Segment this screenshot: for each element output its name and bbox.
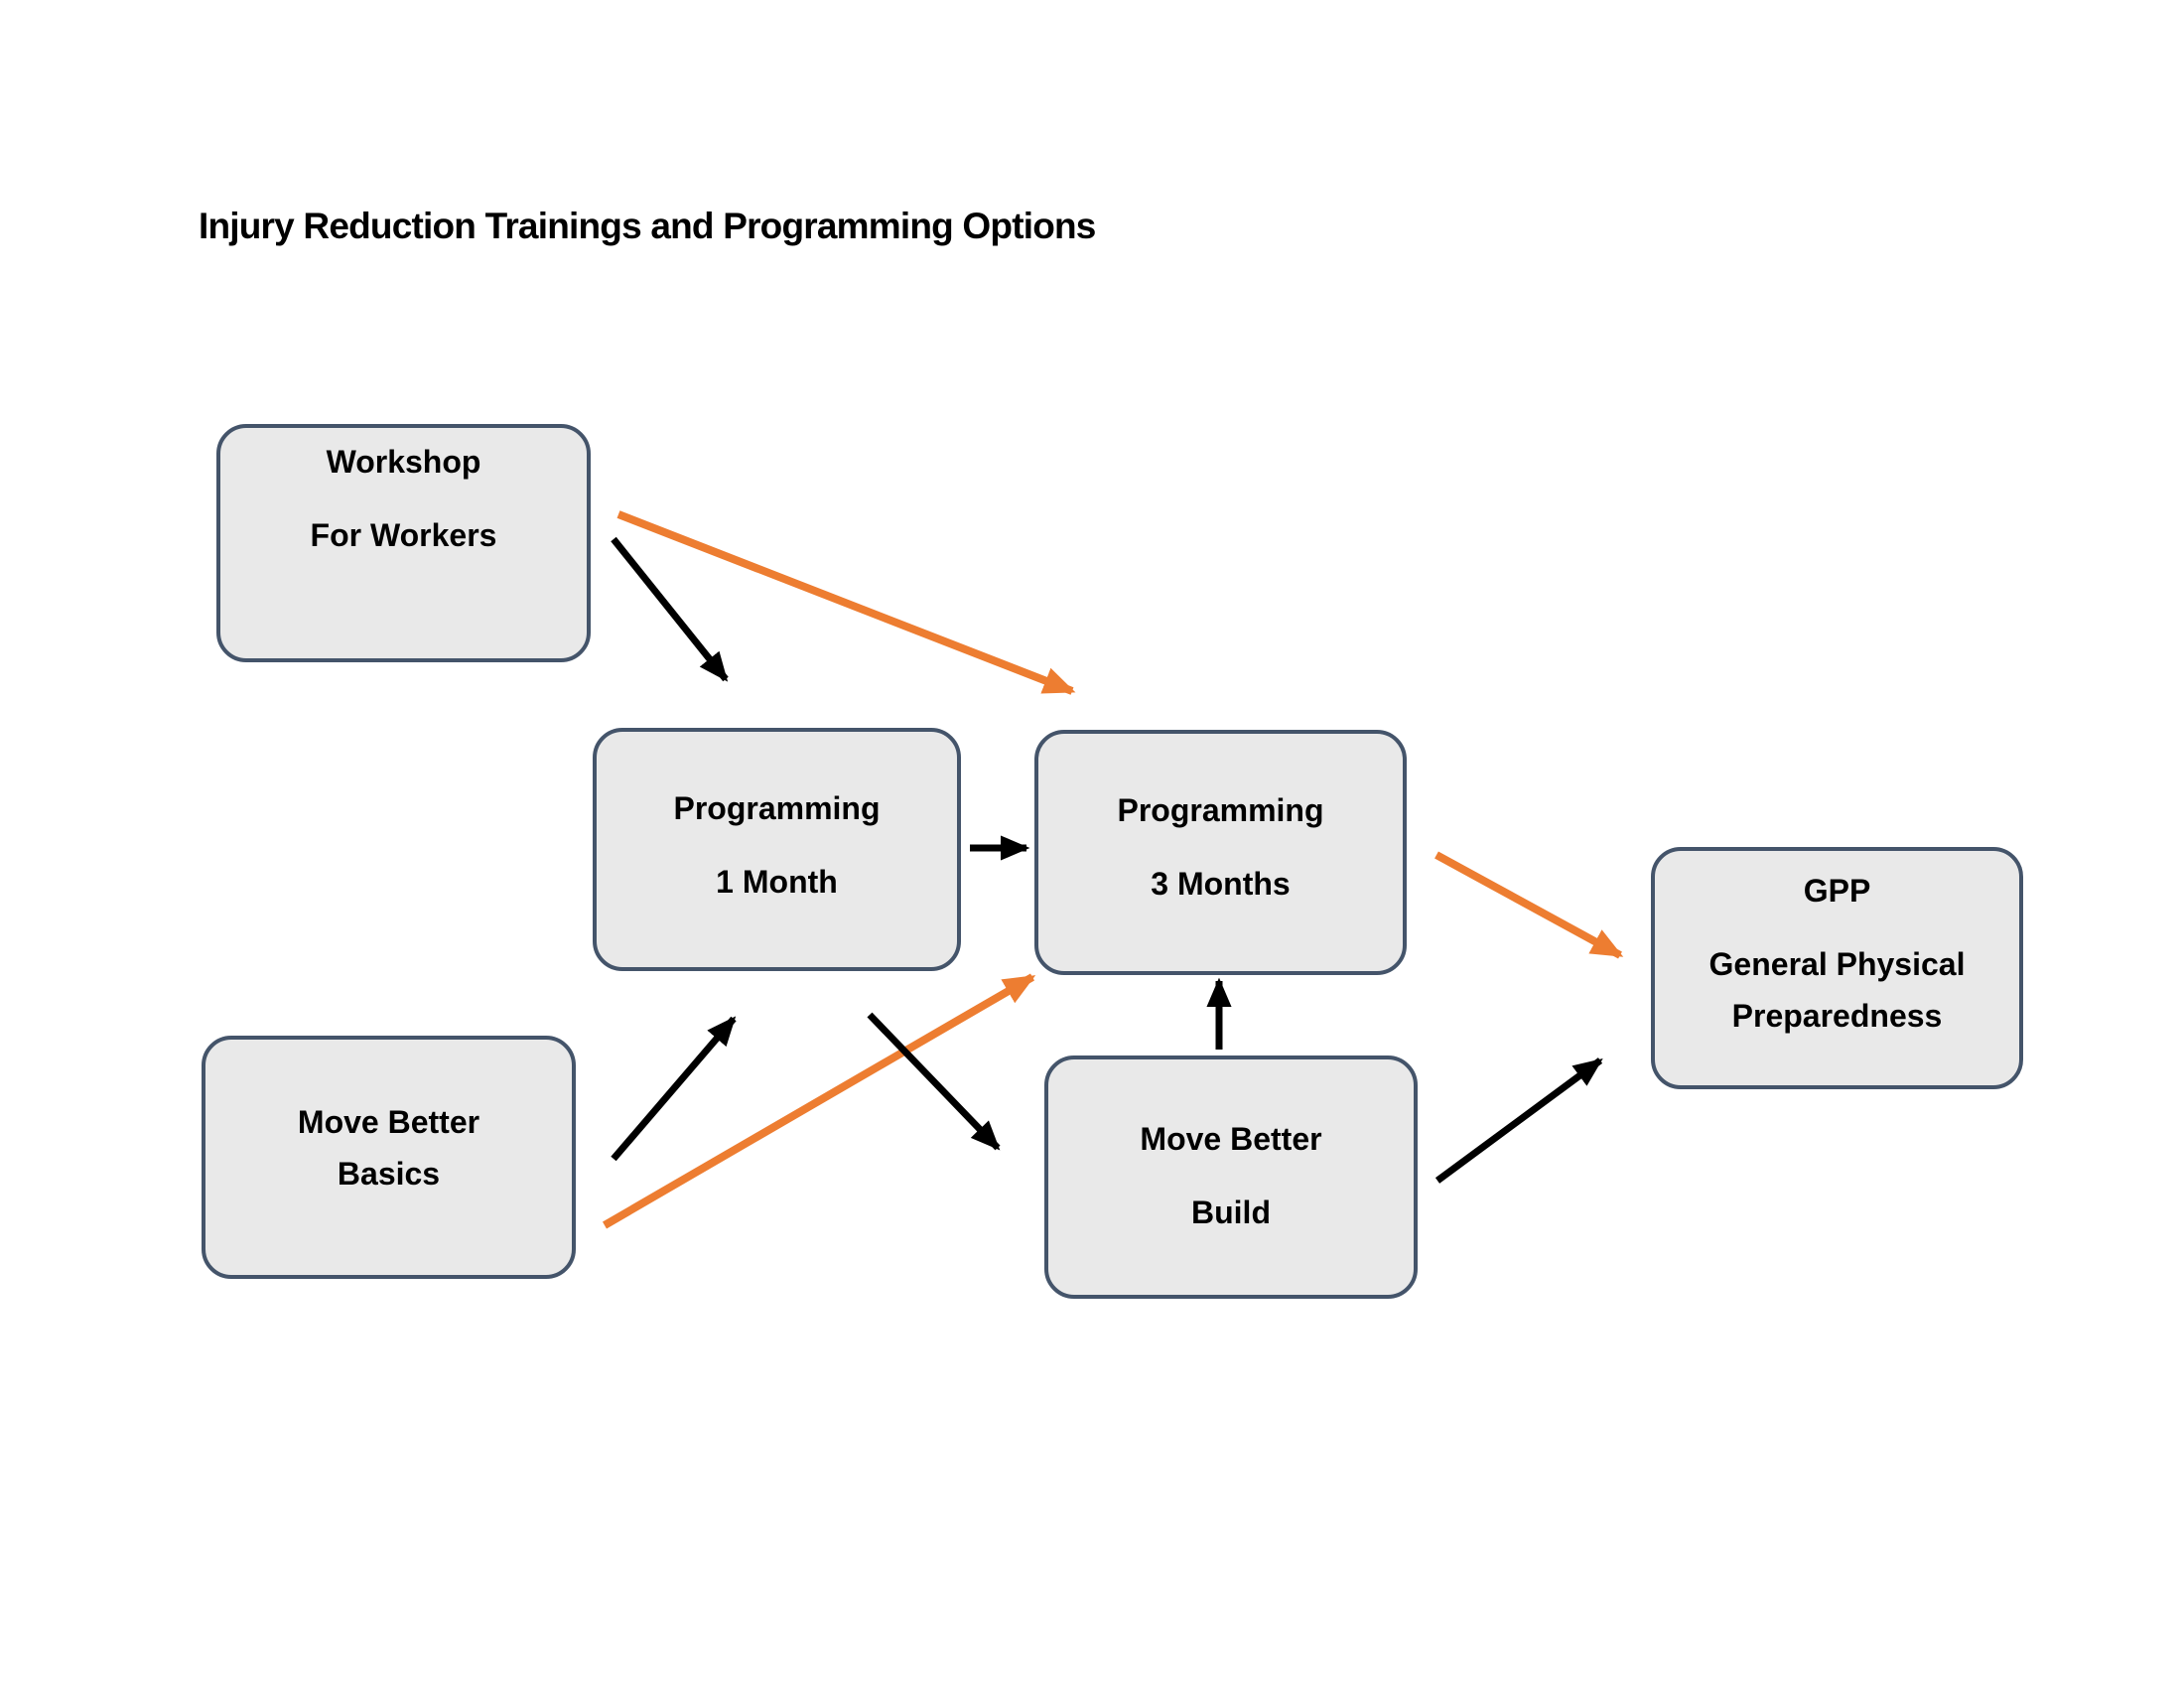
workshop-to-programming-3-months-arrow [616,510,1076,695]
node-gpp-label-line: GPP [1803,873,1871,909]
move-better-basics-to-programming-1-month-arrow [611,1016,737,1162]
node-workshop-for-workers-label-line: For Workers [310,517,497,553]
node-workshop-for-workers-label-line: Workshop [326,444,481,480]
node-move-better-basics-label-line: Move Better [297,1104,480,1140]
move-better-build-to-gpp-arrow [1434,1057,1603,1184]
programming-3-months-to-gpp-arrow [1434,851,1624,959]
node-programming-1-month-label: Programming [597,782,957,834]
node-gpp-label-line: General Physical [1708,946,1966,982]
move-better-basics-to-programming-3-months-arrow [602,973,1036,1229]
node-programming-3-months-label-line: 3 Months [1151,866,1291,902]
node-programming-1-month: Programming 1 Month [593,728,961,971]
node-move-better-build-label: Move Better [1048,1113,1414,1165]
node-programming-3-months: Programming 3 Months [1034,730,1407,975]
node-move-better-basics-label-line: Basics [337,1156,441,1192]
node-workshop-for-workers-label: For Workers [220,509,587,561]
node-programming-3-months-label: Programming [1038,784,1403,836]
workshop-to-programming-1-month-arrow [611,536,729,682]
node-programming-1-month-label-line: 1 Month [716,864,838,900]
node-gpp-label-line: Preparedness [1731,998,1943,1034]
node-move-better-build-label-line: Build [1191,1195,1271,1230]
node-programming-3-months-label-line: Programming [1117,792,1324,828]
node-gpp-label: GPP [1655,865,2019,916]
node-programming-1-month-label: 1 Month [597,856,957,908]
node-move-better-build-label: Build [1048,1187,1414,1238]
programming-1-month-to-move-better-build-arrow [867,1012,1001,1151]
node-move-better-build-label-line: Move Better [1140,1121,1322,1157]
node-programming-1-month-label-line: Programming [673,790,881,826]
node-programming-3-months-label: 3 Months [1038,858,1403,910]
node-workshop-for-workers-label: Workshop [220,436,587,488]
diagram-title: Injury Reduction Trainings and Programmi… [199,206,1096,246]
